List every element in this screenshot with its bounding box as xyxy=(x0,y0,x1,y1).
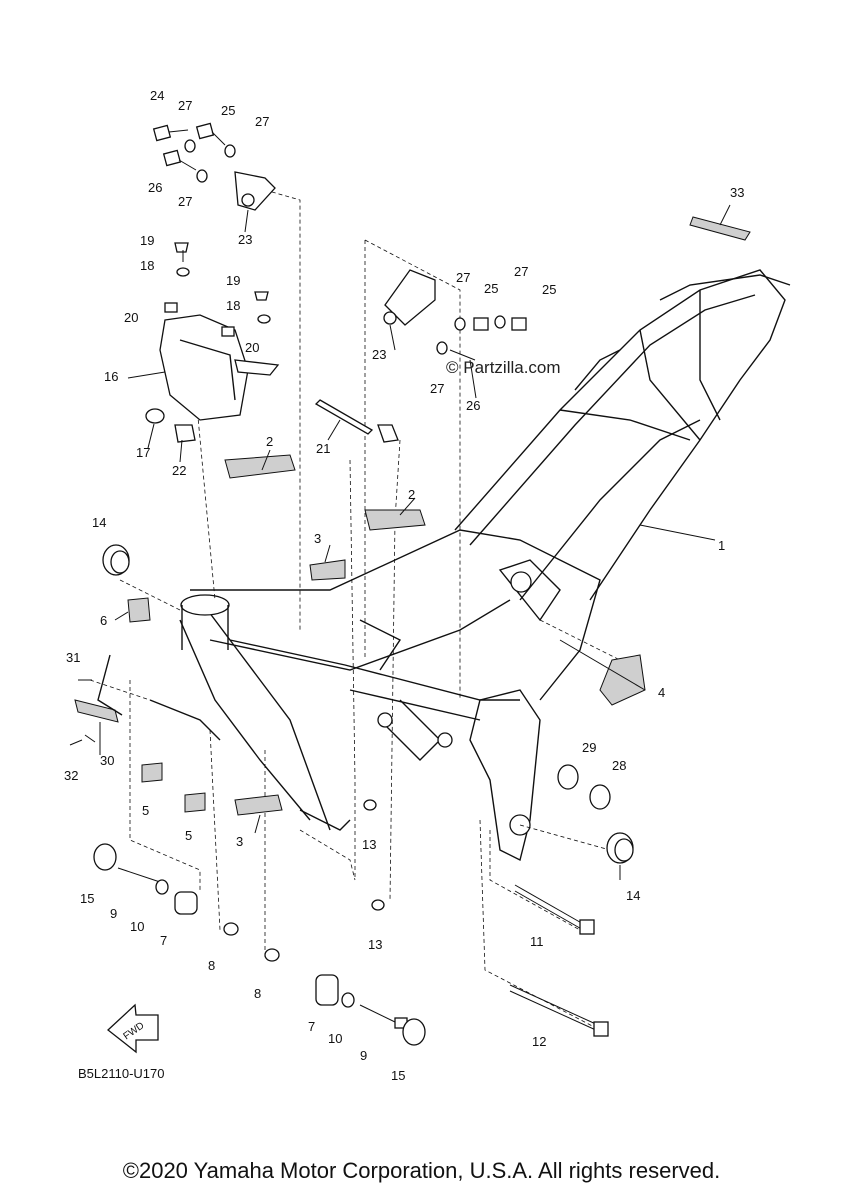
callout: 10 xyxy=(328,1031,342,1046)
callout: 15 xyxy=(80,891,94,906)
callout: 14 xyxy=(626,888,640,903)
callout: 11 xyxy=(530,934,544,949)
callout: 13 xyxy=(368,937,382,952)
callout: 25 xyxy=(484,281,498,296)
callout: 33 xyxy=(730,185,744,200)
callout: 19 xyxy=(140,233,154,248)
callout: 4 xyxy=(658,685,665,700)
callout: 6 xyxy=(100,613,107,628)
leader-lines xyxy=(69,204,731,880)
callout: 20 xyxy=(245,340,259,355)
callout: 27 xyxy=(178,98,192,113)
callout: 8 xyxy=(254,986,261,1001)
callout: 9 xyxy=(110,906,117,921)
callout: 14 xyxy=(92,515,106,530)
callout: 25 xyxy=(221,103,235,118)
callout: 25 xyxy=(542,282,556,297)
callout: 27 xyxy=(456,270,470,285)
assembly-lines xyxy=(89,189,621,1031)
callout: 10 xyxy=(130,919,144,934)
callout-labels: 24 27 25 27 26 27 23 19 18 19 18 20 20 1… xyxy=(64,88,744,1083)
callout: 18 xyxy=(226,298,240,313)
callout: 19 xyxy=(226,273,240,288)
callout: 5 xyxy=(185,828,192,843)
callout: 23 xyxy=(238,232,252,247)
callout: 20 xyxy=(124,310,138,325)
callout: 7 xyxy=(308,1019,315,1034)
main-frame xyxy=(149,269,791,862)
callout: 22 xyxy=(172,463,186,478)
callout: 2 xyxy=(266,434,273,449)
callout: 27 xyxy=(178,194,192,209)
callout: 9 xyxy=(360,1048,367,1063)
callout: 13 xyxy=(362,837,376,852)
callout: 29 xyxy=(582,740,596,755)
callout: 1 xyxy=(718,538,725,553)
callout: 31 xyxy=(66,650,80,665)
diagram-code: B5L2110-U170 xyxy=(78,1066,165,1081)
callout: 2 xyxy=(408,487,415,502)
callout: 32 xyxy=(64,768,78,783)
callout: 3 xyxy=(236,834,243,849)
callout: 15 xyxy=(391,1068,405,1083)
callout: 26 xyxy=(466,398,480,413)
callout: 21 xyxy=(316,441,330,456)
callout: 26 xyxy=(148,180,162,195)
callout: 23 xyxy=(372,347,386,362)
callout: 27 xyxy=(514,264,528,279)
callout: 30 xyxy=(100,753,114,768)
callout: 12 xyxy=(532,1034,546,1049)
callout: 5 xyxy=(142,803,149,818)
callout: 27 xyxy=(255,114,269,129)
callout: 16 xyxy=(104,369,118,384)
callout: 28 xyxy=(612,758,626,773)
callout: 3 xyxy=(314,531,321,546)
watermark: © Partzilla.com xyxy=(446,358,561,377)
parts xyxy=(74,122,751,1054)
callout: 27 xyxy=(430,381,444,396)
callout: 18 xyxy=(140,258,154,273)
callout: 7 xyxy=(160,933,167,948)
callout: 17 xyxy=(136,445,150,460)
callout: 8 xyxy=(208,958,215,973)
copyright-notice: ©2020 Yamaha Motor Corporation, U.S.A. A… xyxy=(122,1158,721,1183)
callout: 24 xyxy=(150,88,164,103)
